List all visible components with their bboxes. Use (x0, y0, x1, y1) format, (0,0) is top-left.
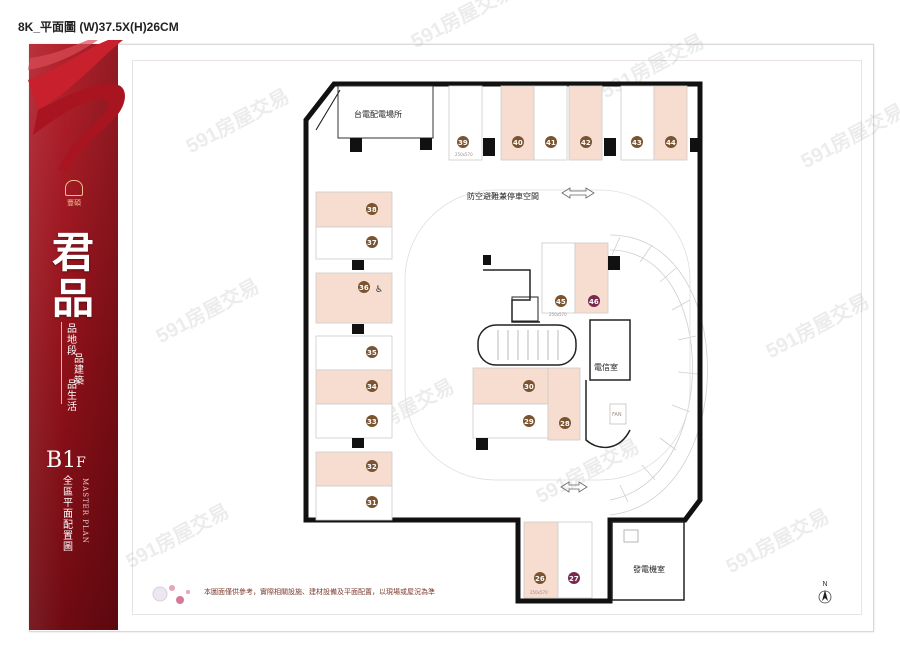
ribbon-decoration (28, 40, 125, 170)
stall-46: 46 (588, 295, 600, 307)
svg-text:33: 33 (367, 418, 377, 426)
floor-suffix: F (76, 455, 86, 471)
bottom-stalls (523, 521, 593, 599)
stall-27: 27 (568, 572, 580, 584)
north-arrow-icon (818, 590, 832, 604)
power-room (337, 85, 434, 139)
svg-text:44: 44 (666, 139, 676, 147)
generator-room (611, 521, 685, 601)
stall-32: 32 (366, 460, 378, 472)
brand-panel (29, 44, 118, 630)
telecom-label: 電信室 (594, 362, 618, 372)
plan-title: 全區平面配置圖 (63, 476, 73, 553)
plan-title-en: MASTER PLAN (81, 478, 89, 544)
tagline-1: 品地段 (67, 324, 77, 357)
tagline-divider (61, 322, 62, 404)
project-name: 君品 (51, 228, 94, 323)
two-way-arrow-icon (561, 187, 595, 199)
stall-38: 38 (366, 203, 378, 215)
svg-text:39: 39 (458, 139, 468, 147)
stall-36: 36 (358, 281, 370, 293)
shelter-label: 防空避難兼停車空間 (467, 191, 539, 201)
stall-30: 30 (523, 380, 535, 392)
stall-31: 31 (366, 496, 378, 508)
stall-size: 250x570 (530, 590, 548, 595)
diagonal-wall (315, 89, 341, 131)
svg-text:35: 35 (367, 349, 377, 357)
stall-33: 33 (366, 415, 378, 427)
stall-numbers: 39 40 41 42 43 44 38 37 36 35 34 33 32 3… (358, 136, 677, 584)
page-header: 8K_平面圖 (W)37.5X(H)26CM (18, 20, 179, 34)
pearls-decoration (152, 585, 190, 604)
footnote: 本圖面僅供參考，實際相關設施、建材設備及平面配置，以現場或屋況為準 (204, 588, 435, 596)
svg-text:32: 32 (367, 463, 377, 471)
center-core: 電信室 FAN (472, 242, 631, 450)
generator-label: 發電機室 (633, 564, 665, 574)
svg-text:36: 36 (359, 284, 369, 292)
stall-34: 34 (366, 380, 378, 392)
stall-40: 40 (512, 136, 524, 148)
svg-text:34: 34 (367, 383, 377, 391)
svg-text:30: 30 (524, 383, 534, 391)
stall-45: 45 (555, 295, 567, 307)
svg-text:31: 31 (367, 499, 377, 507)
logo-text: 豐碩 (67, 199, 81, 207)
tagline-3: 品生活 (67, 380, 77, 413)
stall-37: 37 (366, 236, 378, 248)
stall-39: 39 (457, 136, 469, 148)
stall-26: 26 (534, 572, 546, 584)
stall-43: 43 (631, 136, 643, 148)
stall-41: 41 (545, 136, 557, 148)
svg-text:46: 46 (589, 298, 599, 306)
floor-label: B1F (46, 448, 86, 473)
stall-42: 42 (580, 136, 592, 148)
stall-44: 44 (665, 136, 677, 148)
ramp (609, 234, 708, 516)
svg-text:42: 42 (581, 139, 591, 147)
north-label: N (822, 580, 828, 588)
stall-35: 35 (366, 346, 378, 358)
svg-text:37: 37 (367, 239, 377, 247)
exterior-wall (303, 81, 703, 604)
logo-mark-icon (65, 180, 83, 196)
two-way-arrow-icon (560, 481, 588, 493)
fan-label: FAN (612, 412, 622, 418)
svg-text:29: 29 (524, 418, 534, 426)
svg-text:43: 43 (632, 139, 642, 147)
stall-28: 28 (559, 417, 571, 429)
power-room-label: 台電配電場所 (354, 109, 402, 119)
brand-logo: 豐碩 (60, 180, 88, 208)
svg-text:28: 28 (560, 420, 570, 428)
stall-size: 250x570 (455, 152, 473, 157)
svg-text:38: 38 (367, 206, 377, 214)
svg-text:26: 26 (535, 575, 545, 583)
svg-text:40: 40 (513, 139, 523, 147)
stall-size: 250x570 (549, 312, 567, 317)
floor-number: B1 (46, 448, 77, 473)
drive-aisle (404, 189, 691, 481)
north-indicator: N (818, 580, 832, 606)
svg-text:27: 27 (569, 575, 579, 583)
stall-29: 29 (523, 415, 535, 427)
tagline-2: 品建築 (74, 354, 84, 387)
svg-text:45: 45 (556, 298, 566, 306)
svg-text:41: 41 (546, 139, 556, 147)
wheelchair-icon: ♿ (375, 285, 383, 295)
left-stalls (315, 191, 393, 521)
top-stalls (448, 85, 700, 161)
